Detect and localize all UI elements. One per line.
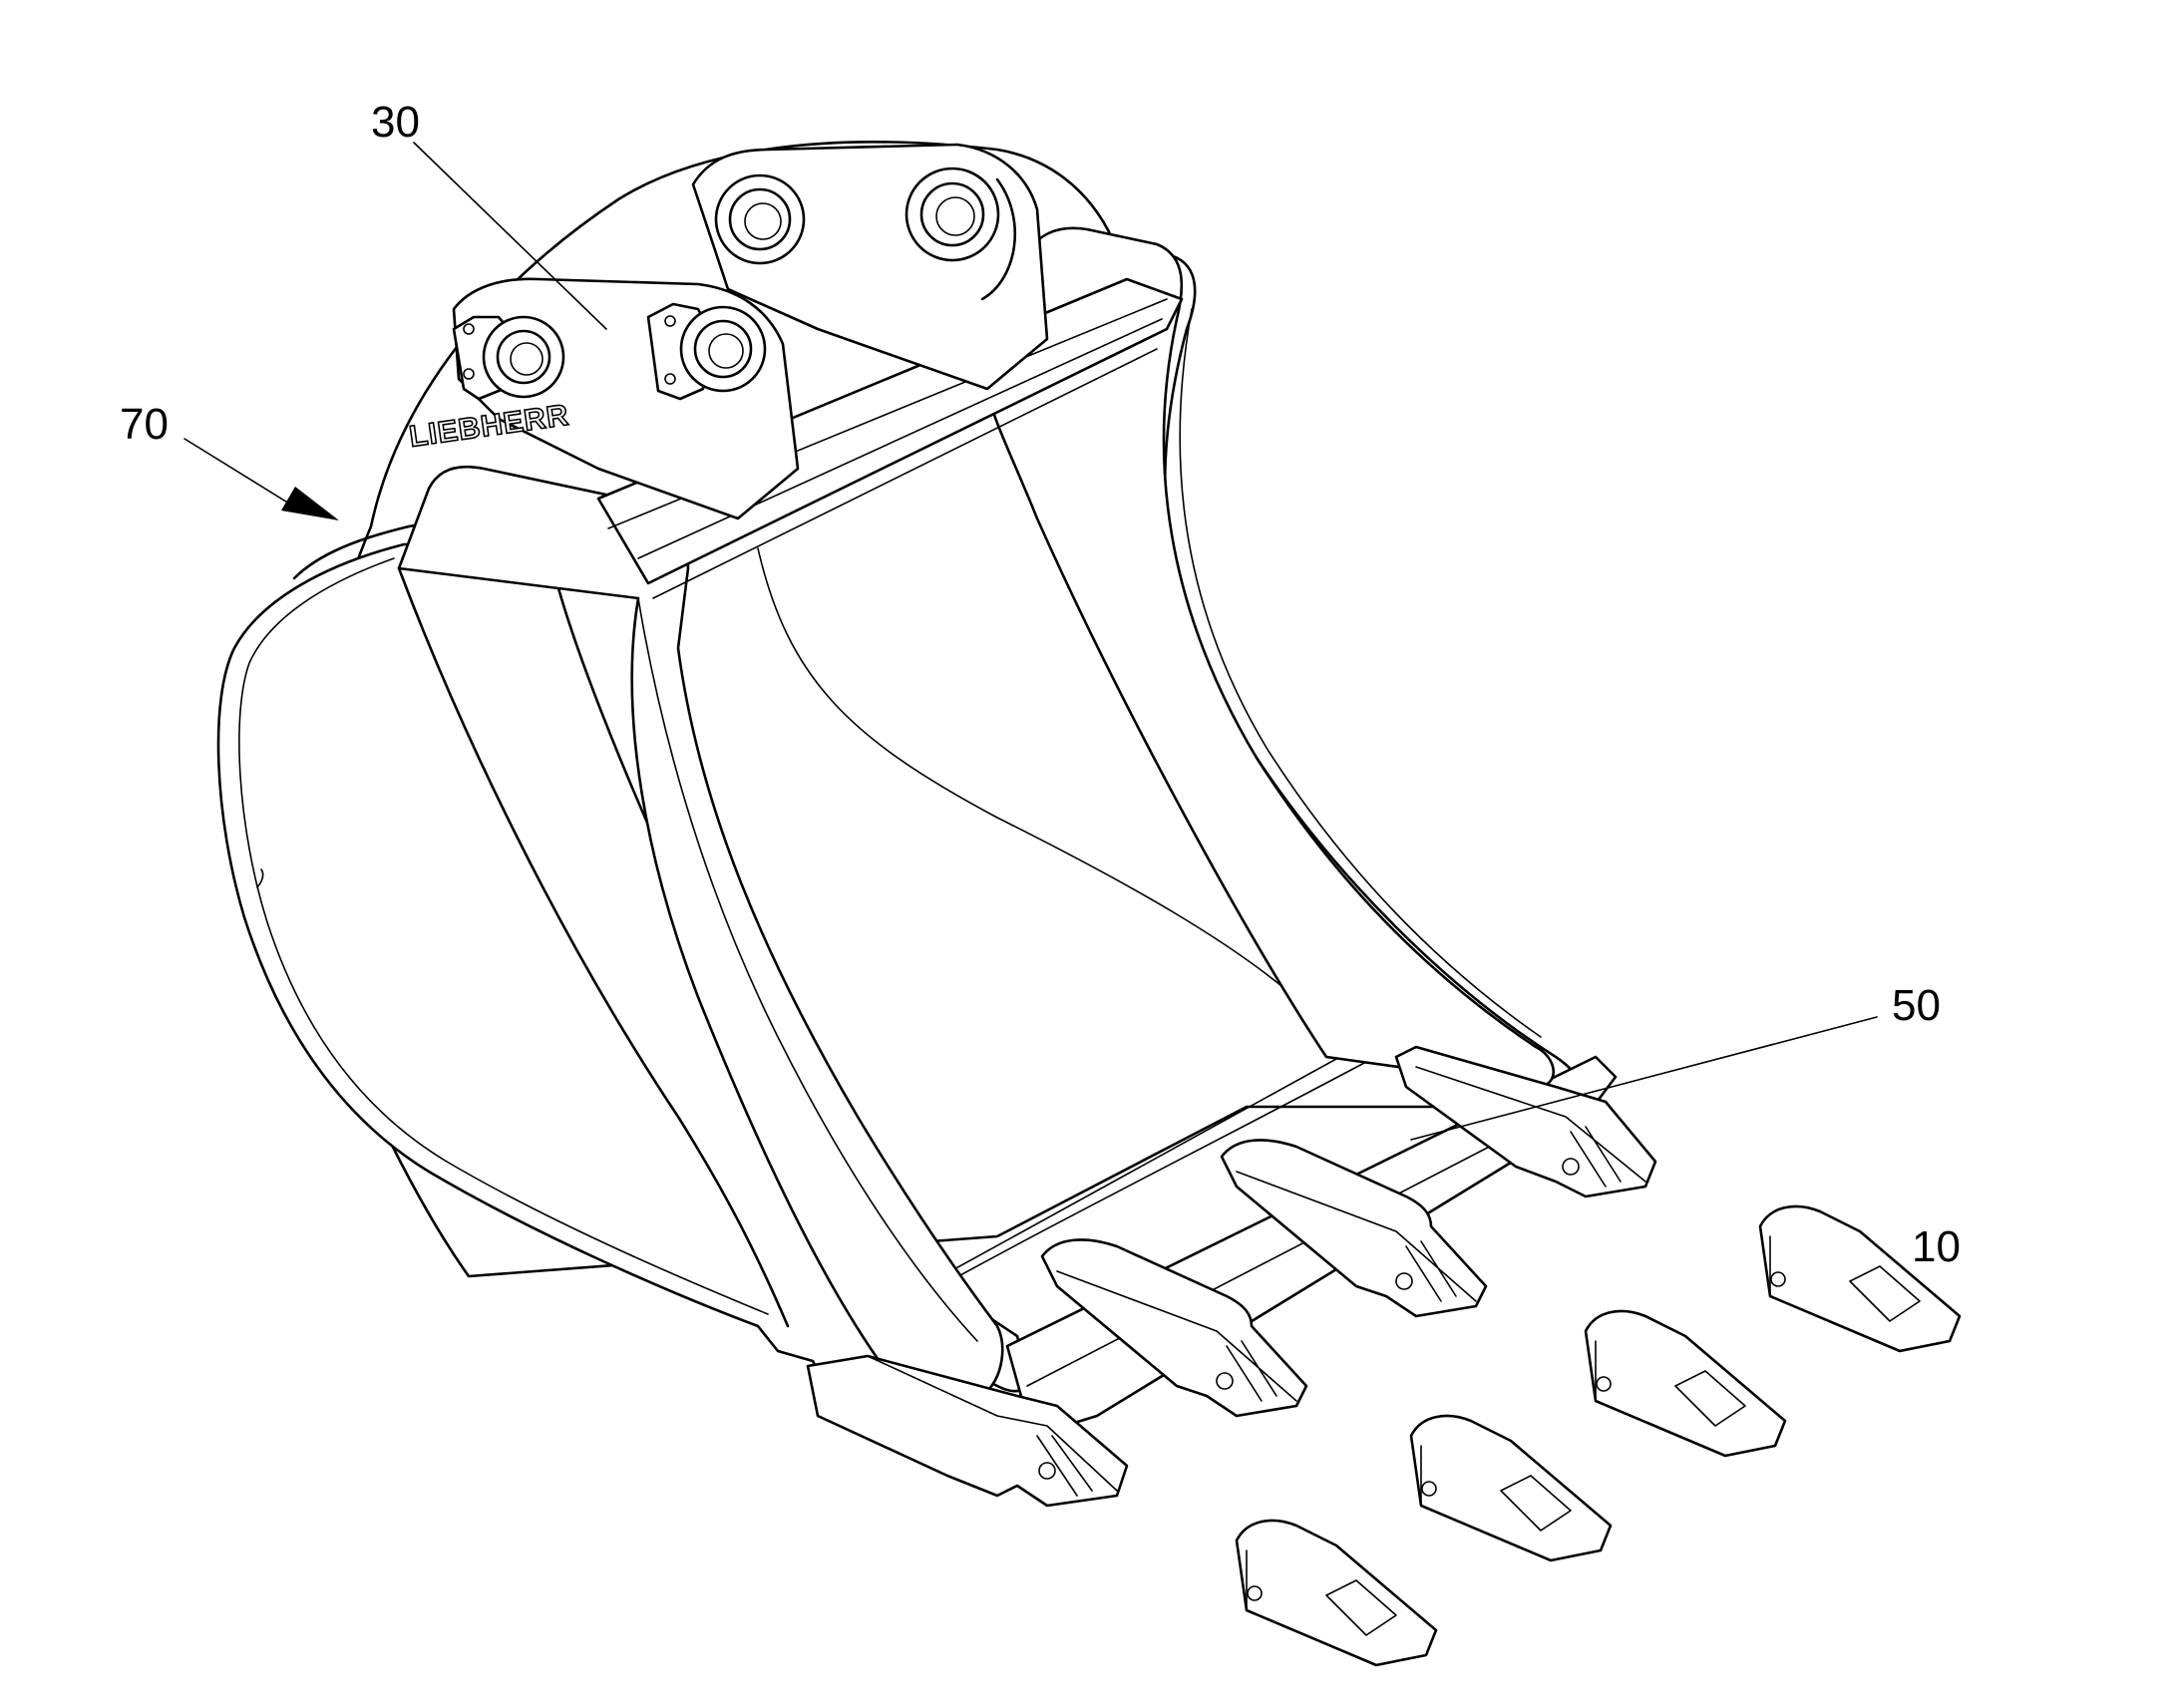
rear-bushing-left-mid	[728, 187, 792, 251]
rear-bracket-hook	[980, 177, 1017, 301]
tooth-adapters	[806, 1045, 1657, 1508]
front-bushing-left-mid	[496, 329, 551, 385]
front-bushing-right-outer	[679, 305, 767, 393]
rear-bushing-left-inner	[744, 202, 782, 240]
adapter-3	[1220, 1139, 1488, 1318]
adapter-3-pin	[1395, 1272, 1413, 1290]
left-side-plate-inner-edge	[238, 557, 769, 1315]
left-side-plate-weld-seam	[256, 868, 264, 888]
front-bracket-bolt-2	[463, 368, 475, 380]
front-bracket-bolt-3	[664, 315, 676, 327]
tooth-3	[1584, 1309, 1787, 1458]
tooth-4	[1758, 1204, 1962, 1353]
cross-beam-edge-3	[652, 348, 1158, 599]
front-bracket-bolt-1	[463, 323, 475, 335]
leader-30	[413, 142, 607, 330]
left-top-rim	[292, 502, 541, 580]
front-bushing-right-mid	[693, 319, 753, 379]
front-hinge-bracket	[452, 277, 800, 520]
leader-70	[183, 438, 290, 505]
adapter-4-pin	[1562, 1158, 1580, 1176]
tooth-1	[1235, 1519, 1438, 1667]
leader-50	[1410, 1016, 1878, 1141]
tooth-2	[1409, 1414, 1613, 1562]
front-bushing-left-inner	[510, 342, 544, 376]
strut-outer-edge	[397, 566, 790, 1328]
loose-teeth	[1235, 1204, 1962, 1667]
callout-10: 10	[1912, 1222, 1961, 1271]
adapter-4	[1394, 1045, 1657, 1198]
callout-labels: 30 70 50 10	[120, 98, 1961, 1271]
adapter-2-pin	[1216, 1372, 1234, 1390]
cross-beam-edge-2	[637, 318, 1163, 559]
interior-curve	[757, 547, 1377, 1058]
rear-bushing-right-mid	[919, 181, 985, 247]
adapter-1	[806, 1354, 1129, 1508]
front-bushing-left-outer	[482, 315, 565, 399]
adapter-2-detail	[1056, 1270, 1297, 1402]
adapter-2	[1040, 1238, 1308, 1418]
leader-lines	[183, 142, 1878, 1141]
floor-line-2	[921, 1061, 1367, 1297]
floor-line-1	[931, 1036, 1377, 1282]
strut-inner-line	[637, 597, 978, 1342]
front-bushing-right-inner	[708, 333, 744, 369]
rear-bushing-right-inner	[935, 196, 975, 236]
front-bracket-bolt-4	[664, 373, 676, 385]
adapter-1-detail	[867, 1355, 1118, 1497]
rear-strut	[985, 226, 1556, 1089]
arrowhead-70	[281, 487, 339, 520]
callout-30: 30	[371, 98, 420, 147]
callout-70: 70	[120, 400, 169, 449]
adapter-1-pin	[1038, 1462, 1056, 1480]
adapter-4-detail	[1415, 1066, 1646, 1188]
callout-50: 50	[1892, 981, 1941, 1030]
rear-bushing-right-outer	[905, 167, 1000, 262]
rear-strut-plate	[985, 226, 1556, 1089]
rear-strut-inner	[1179, 308, 1542, 1038]
adapter-3-detail	[1236, 1171, 1477, 1302]
rear-hinge-bracket	[691, 143, 1049, 391]
